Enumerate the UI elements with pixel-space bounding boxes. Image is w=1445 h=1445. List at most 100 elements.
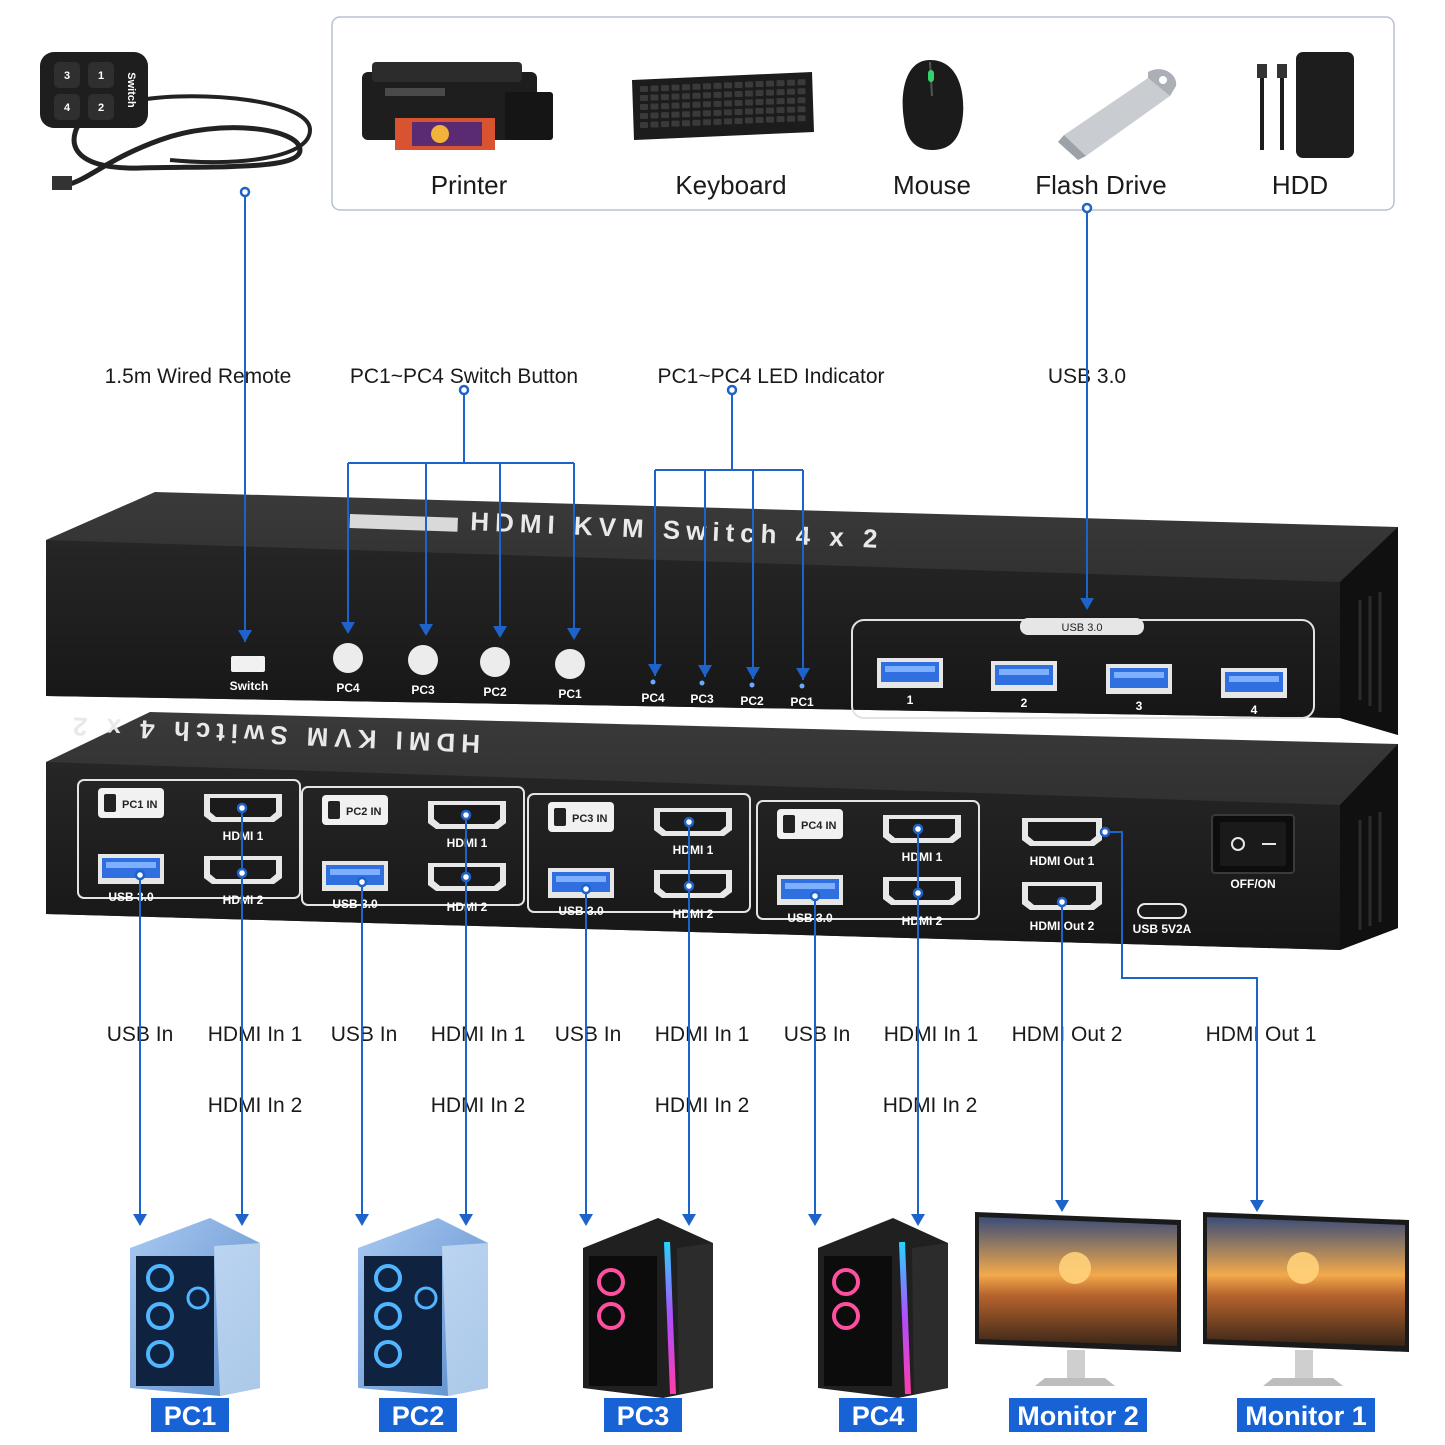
power-port-label: USB 5V2A [1133, 922, 1192, 936]
rear-group-name: PC2 IN [346, 806, 382, 818]
connector-arrow [579, 1214, 593, 1226]
peripherals-panel [331, 16, 1395, 211]
usb30-port-label: 3 [1136, 699, 1143, 713]
conn-label-hdmi-out1: HDMI Out 1 [1206, 1023, 1317, 1046]
peripheral-label-printer: Printer [431, 170, 508, 200]
monitor-name: Monitor 1 [1245, 1401, 1367, 1431]
switch-button-label: PC1 [558, 687, 582, 701]
connector-dot [239, 186, 251, 198]
rear-group-name: PC3 IN [572, 813, 608, 825]
switch-button-pc3[interactable] [408, 645, 438, 675]
rear-group-name: PC1 IN [122, 799, 158, 811]
connector-line [1105, 831, 1258, 1210]
conn-label-hdmi-out2: HDMI Out 2 [1012, 1023, 1123, 1046]
computer-badge [604, 1398, 682, 1432]
switch-button-pc4[interactable] [333, 643, 363, 673]
computer-badge [151, 1398, 229, 1432]
switch-button-pc2[interactable] [480, 647, 510, 677]
wired-remote-icon [40, 52, 313, 190]
power-switch[interactable] [1211, 814, 1295, 874]
hdmi1-label: HDMI 1 [223, 829, 264, 843]
connector-dot [683, 816, 695, 828]
conn-label-usb-in: USB In [331, 1023, 398, 1046]
monitor-badge [1237, 1398, 1375, 1432]
monitor-name: Monitor 2 [1017, 1401, 1139, 1431]
connector-arrow [796, 668, 810, 680]
connector-arrow [1250, 1200, 1264, 1212]
connector-dot [1099, 826, 1111, 838]
callout-wired-remote: 1.5m Wired Remote [105, 365, 292, 388]
monitor-badge [1009, 1398, 1147, 1432]
remote-button-2: 2 [98, 102, 104, 114]
usb-in-label: USB 3.0 [332, 897, 378, 911]
connector-arrow [648, 664, 662, 676]
connector-arrow [238, 630, 252, 642]
connector-dot [1081, 202, 1093, 214]
connector-dot [809, 890, 821, 902]
conn-label-hdmi-in1: HDMI In 1 [208, 1023, 303, 1046]
computer-pc2-icon [358, 1218, 488, 1396]
remote-switch-label: Switch [125, 72, 137, 108]
remote-port [231, 656, 265, 672]
connector-arrow [567, 628, 581, 640]
hdmi2-label: HDMI 2 [223, 893, 264, 907]
switch-button-label: PC3 [411, 683, 435, 697]
power-switch-label: OFF/ON [1230, 877, 1275, 891]
connector-dot [134, 869, 146, 881]
connector-dot [236, 867, 248, 879]
connector-arrow [459, 1214, 473, 1226]
conn-label-hdmi-in1: HDMI In 1 [655, 1023, 750, 1046]
remote-button-4: 4 [64, 102, 71, 114]
connector-arrow [355, 1214, 369, 1226]
connector-dot [580, 883, 592, 895]
computer-pc4-icon [818, 1218, 948, 1398]
led-label: PC4 [641, 691, 665, 705]
led-label: PC3 [690, 692, 714, 706]
usb-in-label: USB 3.0 [558, 904, 604, 918]
connector-arrow [808, 1214, 822, 1226]
conn-label-hdmi-in2: HDMI In 2 [883, 1094, 978, 1117]
computer-name: PC3 [617, 1401, 670, 1431]
led-pc1 [799, 683, 805, 689]
remote-button-1: 1 [98, 70, 104, 82]
callout-led-indicator: PC1~PC4 LED Indicator [657, 365, 884, 388]
connector-arrow [235, 1214, 249, 1226]
keyboard-icon [632, 72, 814, 140]
flash-drive-icon [1058, 69, 1177, 160]
connector-dot [460, 871, 472, 883]
hdmi-out-ports [1022, 818, 1187, 919]
computer-badge [379, 1398, 457, 1432]
hdmi2-label: HDMI 2 [447, 900, 488, 914]
computer-pc1-icon [130, 1218, 260, 1396]
connector-arrow [493, 626, 507, 638]
led-pc4 [650, 679, 656, 685]
peripheral-label-mouse: Mouse [893, 170, 971, 200]
led-label: PC1 [790, 695, 814, 709]
hdmi1-label: HDMI 1 [902, 850, 943, 864]
connector-dot [356, 876, 368, 888]
peripheral-label-hdd: HDD [1272, 170, 1328, 200]
conn-label-hdmi-in1: HDMI In 1 [884, 1023, 979, 1046]
usb30-port-label: 2 [1021, 696, 1028, 710]
connector-dot [683, 880, 695, 892]
connector-dot [460, 809, 472, 821]
connector-arrow [341, 622, 355, 634]
connector-arrow [419, 624, 433, 636]
front-logo [349, 514, 458, 532]
computer-pc3-icon [583, 1218, 713, 1398]
hdd-icon [1257, 52, 1354, 158]
connector-arrow [682, 1214, 696, 1226]
conn-label-hdmi-in2: HDMI In 2 [208, 1094, 303, 1117]
connector-arrow [698, 665, 712, 677]
conn-label-hdmi-in2: HDMI In 2 [655, 1094, 750, 1117]
computer-badge [839, 1398, 917, 1432]
switch-button-pc1[interactable] [555, 649, 585, 679]
connector-arrow [1055, 1200, 1069, 1212]
computer-name: PC2 [392, 1401, 445, 1431]
led-pc3 [699, 680, 705, 686]
connector-arrow [133, 1214, 147, 1226]
computer-name: PC4 [852, 1401, 905, 1431]
